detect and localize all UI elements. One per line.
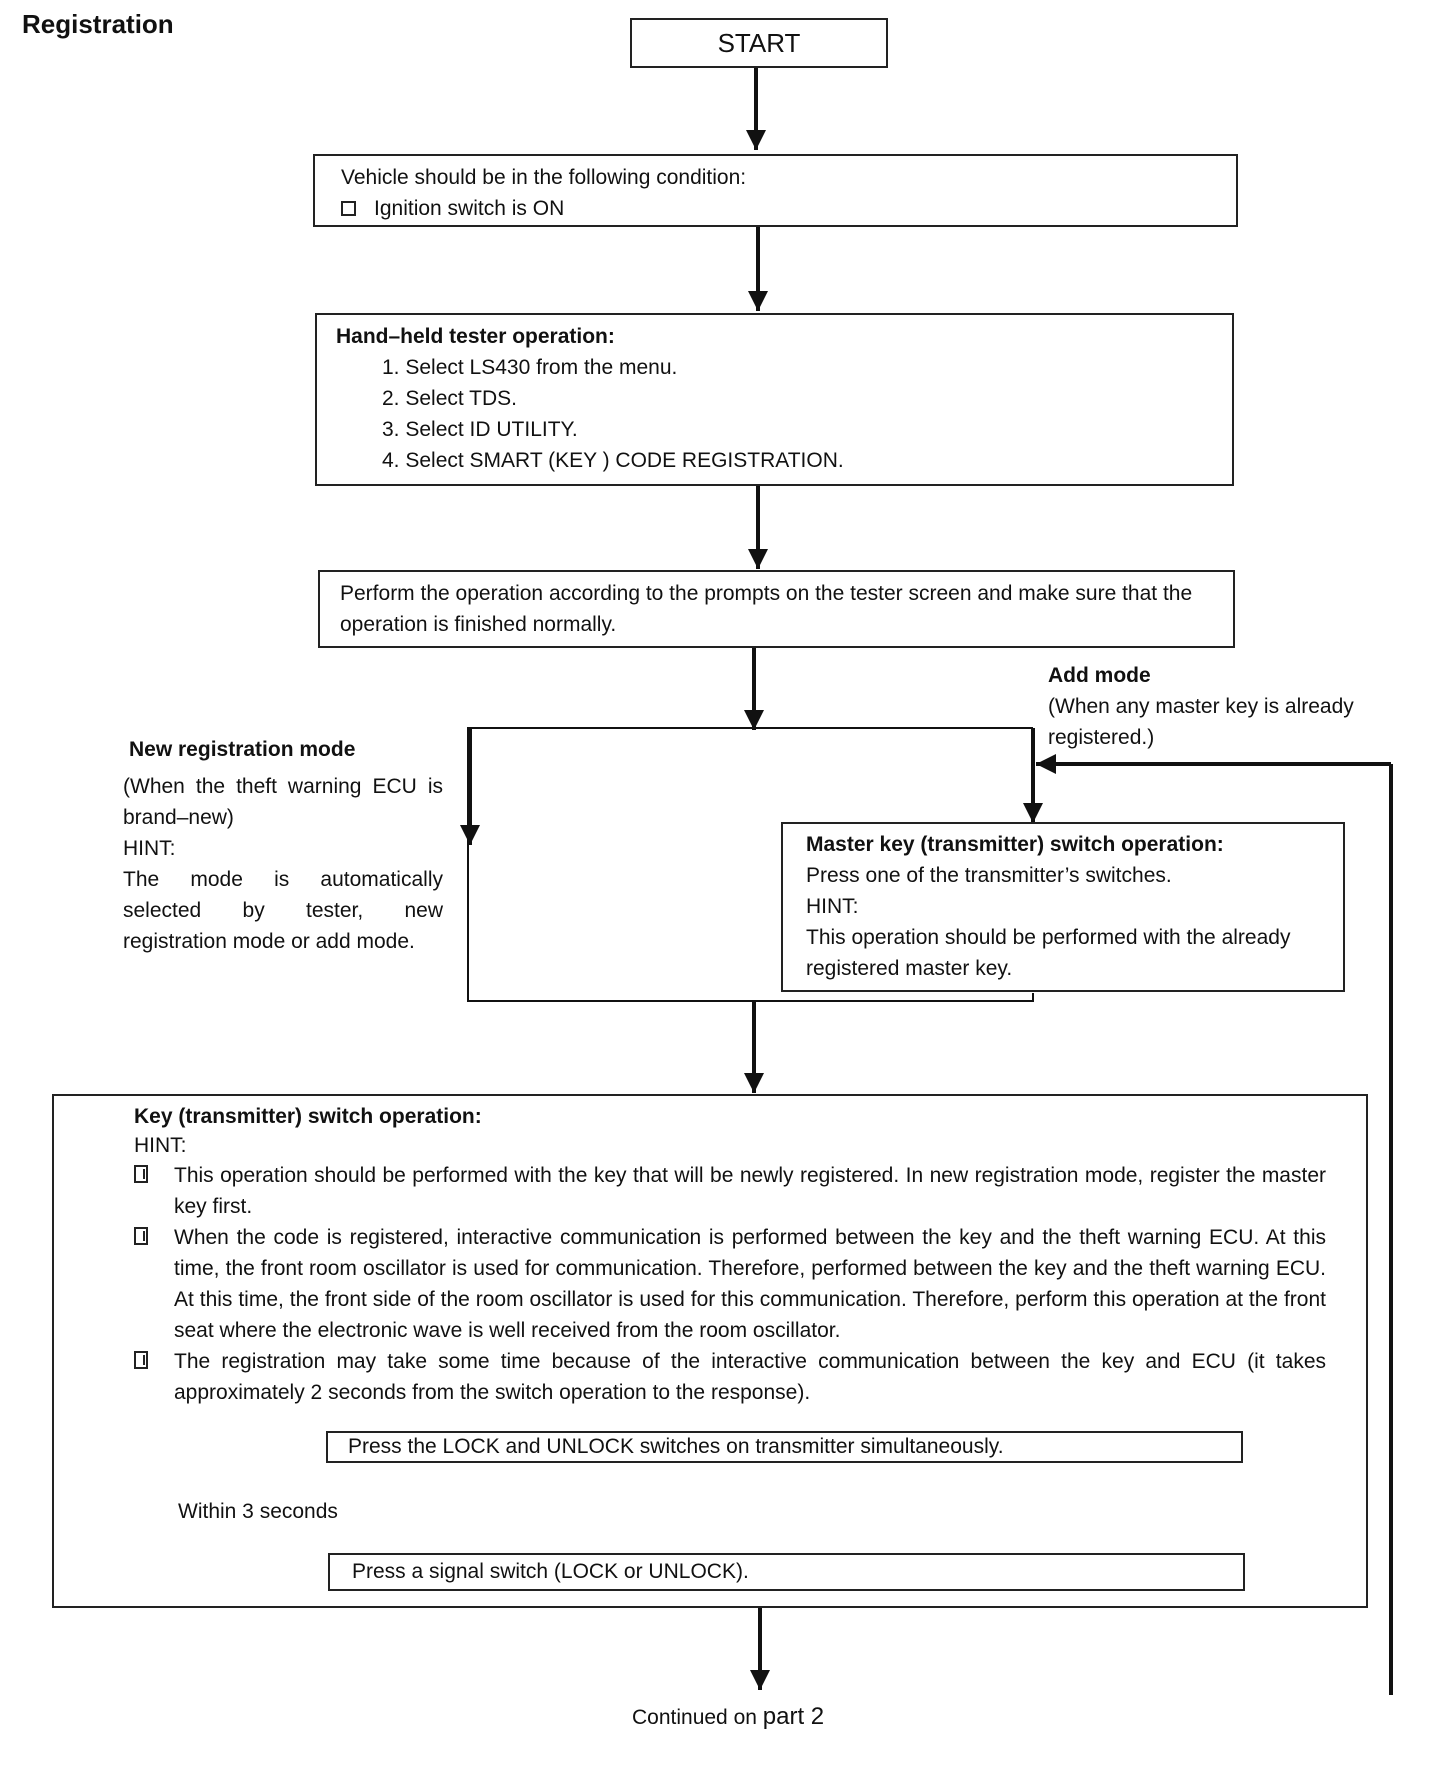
bullet-icon	[134, 1351, 148, 1369]
key-operation-heading: Key (transmitter) switch operation:	[134, 1105, 482, 1128]
tester-step: 1. Select LS430 from the menu.	[382, 356, 678, 379]
add-mode-label: Add mode (When any master key is already…	[1048, 660, 1378, 753]
start-box: START	[630, 18, 888, 68]
key-operation-box: Key (transmitter) switch operation: HINT…	[52, 1094, 1368, 1608]
continued-note: Continued on part 2	[632, 1702, 824, 1733]
key-operation-hint-label: HINT:	[134, 1134, 187, 1157]
tester-step: 3. Select ID UTILITY.	[382, 418, 578, 441]
branch-bracket	[467, 727, 1034, 1002]
add-mode-heading: Add mode	[1048, 664, 1151, 687]
master-key-instruction: Press one of the transmitter’s switches.	[806, 864, 1172, 887]
condition-item: Ignition switch is ON	[341, 193, 1236, 224]
new-mode-note: (When the theft warning ECU is brand–new…	[123, 775, 443, 829]
step-signal-switch-box: Press a signal switch (LOCK or UNLOCK).	[328, 1553, 1245, 1591]
tester-heading: Hand–held tester operation:	[336, 325, 615, 348]
hint-bullet: This operation should be performed with …	[134, 1160, 1326, 1222]
hint-bullet-text: This operation should be performed with …	[174, 1164, 1326, 1218]
tester-step: 4. Select SMART (KEY ) CODE REGISTRATION…	[382, 449, 844, 472]
checkbox-icon	[341, 201, 356, 216]
master-key-hint-label: HINT:	[806, 895, 859, 918]
new-mode-hint-label: HINT:	[123, 837, 176, 860]
step-lock-unlock-box: Press the LOCK and UNLOCK switches on tr…	[326, 1431, 1243, 1463]
master-key-heading: Master key (transmitter) switch operatio…	[806, 833, 1224, 856]
new-mode-heading: New registration mode	[129, 738, 356, 761]
perform-box: Perform the operation according to the p…	[318, 570, 1235, 648]
tester-step: 2. Select TDS.	[382, 387, 518, 410]
bullet-icon	[134, 1227, 148, 1245]
add-mode-note: (When any master key is already register…	[1048, 695, 1354, 749]
hint-bullet: The registration may take some time beca…	[134, 1346, 1326, 1408]
hint-bullet-text: The registration may take some time beca…	[174, 1350, 1326, 1404]
master-key-box: Master key (transmitter) switch operatio…	[781, 822, 1345, 992]
step-signal-switch-text: Press a signal switch (LOCK or UNLOCK).	[352, 1560, 749, 1583]
master-key-hint: This operation should be performed with …	[806, 926, 1291, 980]
step-lock-unlock-text: Press the LOCK and UNLOCK switches on tr…	[348, 1435, 1004, 1458]
condition-heading: Vehicle should be in the following condi…	[341, 166, 747, 189]
continued-prefix: Continued on	[632, 1706, 757, 1729]
perform-text: Perform the operation according to the p…	[340, 582, 1193, 636]
start-label: START	[717, 28, 801, 58]
page-title: Registration	[22, 9, 174, 39]
condition-box: Vehicle should be in the following condi…	[313, 154, 1238, 227]
new-mode-label: New registration mode (When the theft wa…	[123, 734, 443, 957]
bullet-icon	[134, 1165, 148, 1183]
tester-box: Hand–held tester operation: 1. Select LS…	[315, 313, 1234, 486]
within-seconds-label: Within 3 seconds	[178, 1500, 338, 1523]
new-mode-hint: The mode is automatically selected by te…	[123, 868, 443, 953]
hint-bullet-text: When the code is registered, interactive…	[174, 1226, 1326, 1342]
continued-part: part 2	[762, 1703, 825, 1730]
condition-item-label: Ignition switch is ON	[374, 197, 565, 220]
hint-bullet: When the code is registered, interactive…	[134, 1222, 1326, 1346]
